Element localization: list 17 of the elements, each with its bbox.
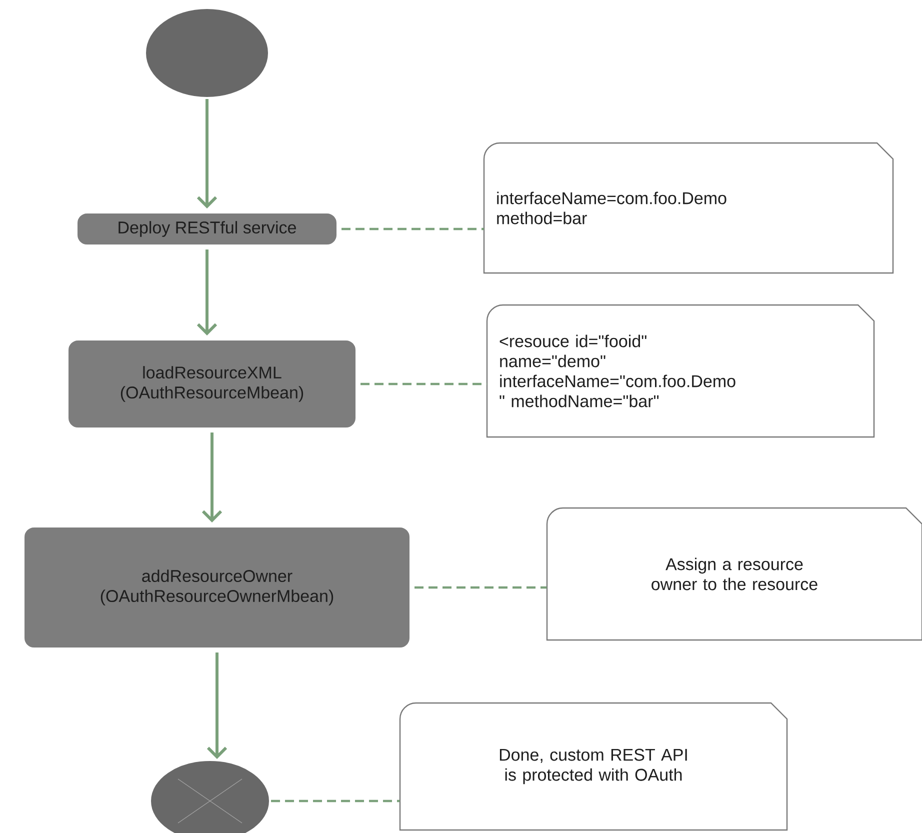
start-node <box>144 7 270 99</box>
note-box: Assign a resource owner to the resource <box>546 507 922 641</box>
activity-box: Deploy RESTful service <box>72 208 342 250</box>
arrow <box>196 99 218 208</box>
note-box: interfaceName=com.foo.Demo method=bar <box>483 142 894 274</box>
activity-box: loadResourceXML (OAuthResourceMbean) <box>64 336 360 432</box>
arrow <box>202 432 222 522</box>
note-box: Done, custom REST API is protected with OAuth <box>399 702 788 831</box>
connector-line <box>271 800 400 802</box>
activity-box: addResourceOwner (OAuthResourceOwnerMbean) <box>20 522 414 652</box>
connector-line <box>360 382 487 386</box>
note-box: <resouce id="fooid" name="demo" interfaceName="com.foo.Demo " methodName="bar" <box>486 304 875 438</box>
arrow <box>196 250 218 336</box>
connector-line <box>414 586 547 589</box>
end-node <box>149 758 271 833</box>
arrow <box>206 652 228 759</box>
connector-line <box>342 228 484 230</box>
